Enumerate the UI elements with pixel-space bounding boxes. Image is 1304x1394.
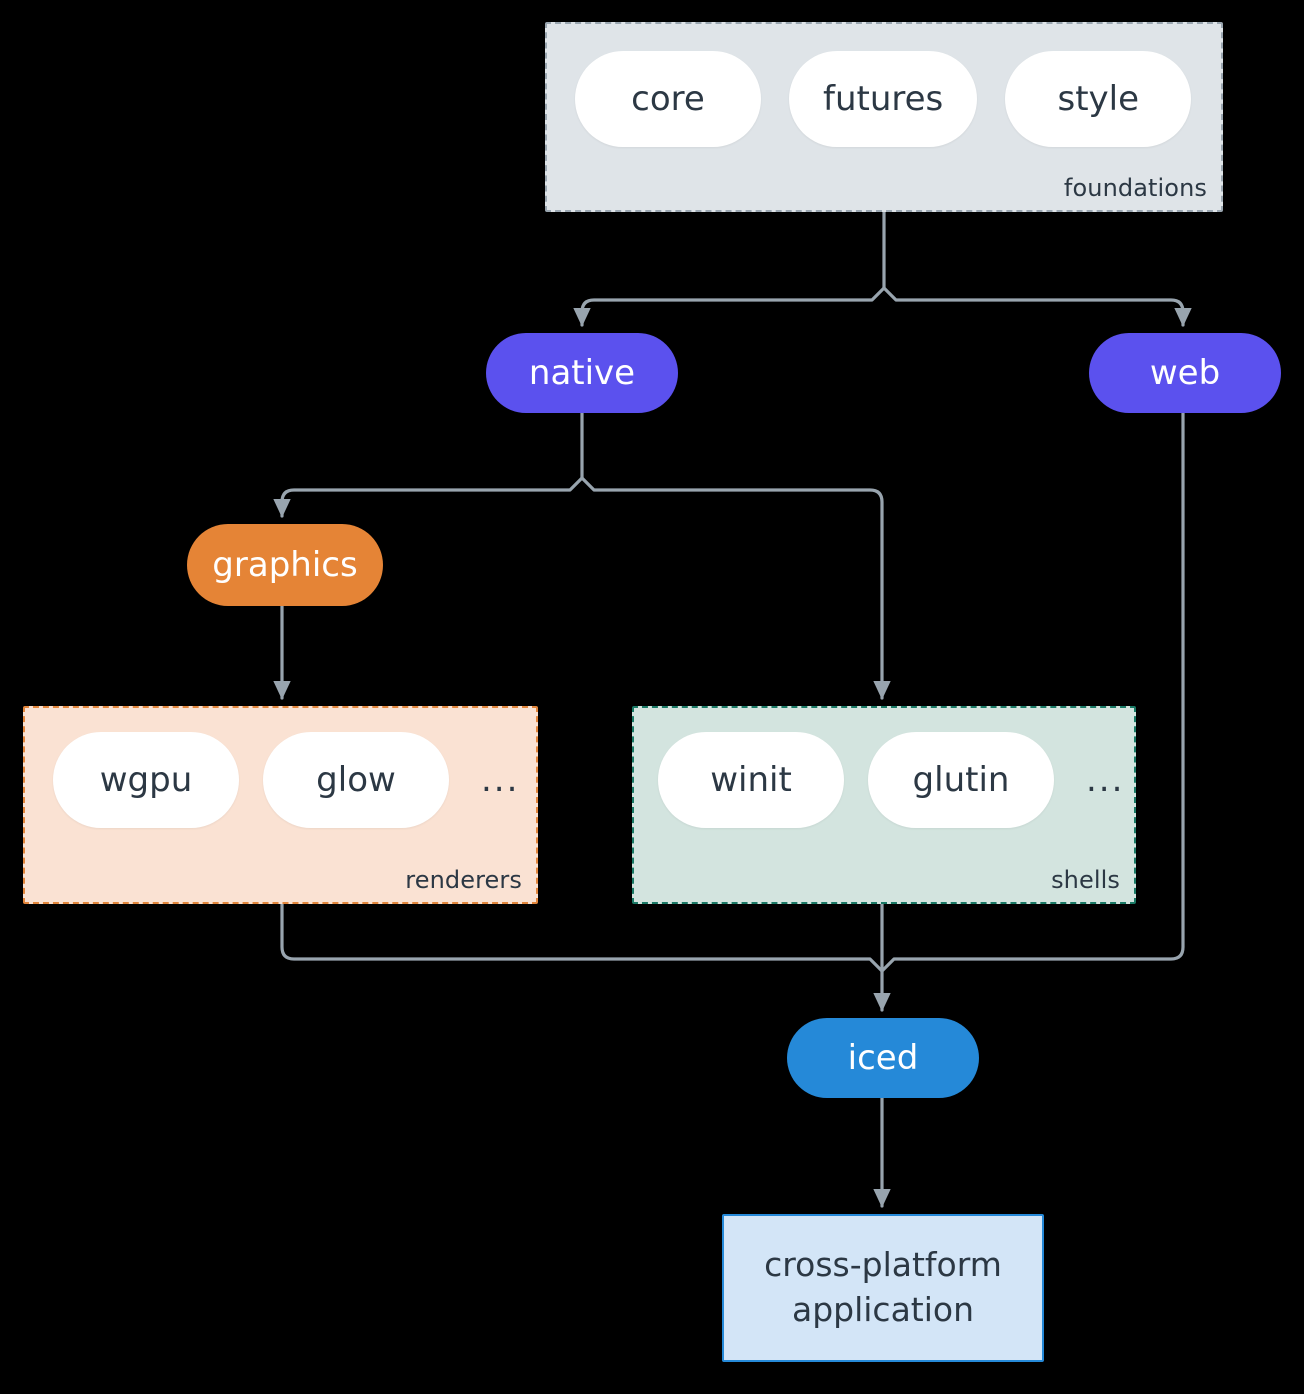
edge-foundations-native	[882, 286, 1192, 327]
group-foundations: core futures style foundations	[545, 22, 1223, 212]
renderers-ellipsis: ...	[481, 760, 520, 800]
group-shells: winit glutin ... shells	[632, 706, 1136, 904]
foundations-items: core futures style	[575, 51, 1192, 147]
edge-renderers-iced	[280, 902, 884, 973]
shells-items: winit glutin ...	[658, 732, 1124, 828]
pill-style[interactable]: style	[1005, 51, 1192, 147]
shells-ellipsis: ...	[1086, 760, 1125, 800]
group-label-renderers: renderers	[405, 866, 522, 894]
application-label-line2: application	[791, 1290, 975, 1329]
pill-core[interactable]: core	[575, 51, 761, 147]
pill-glow[interactable]: glow	[263, 732, 449, 828]
node-native[interactable]: native	[486, 333, 678, 413]
edge-native-graphics	[273, 476, 584, 518]
node-iced[interactable]: iced	[787, 1018, 979, 1098]
edge-foundations-native-left	[573, 286, 886, 327]
node-graphics[interactable]: graphics	[187, 524, 383, 606]
pill-winit[interactable]: winit	[658, 732, 844, 828]
renderers-items: wgpu glow ...	[53, 732, 519, 828]
pill-wgpu[interactable]: wgpu	[53, 732, 239, 828]
group-label-foundations: foundations	[1063, 174, 1207, 202]
node-cross-platform-application[interactable]: cross-platform application	[722, 1214, 1044, 1362]
pill-glutin[interactable]: glutin	[868, 732, 1054, 828]
node-web[interactable]: web	[1089, 333, 1281, 413]
application-label-line1: cross-platform	[764, 1245, 1002, 1285]
edge-native-shells	[580, 476, 891, 700]
group-label-shells: shells	[1051, 866, 1120, 894]
pill-futures[interactable]: futures	[789, 51, 978, 147]
group-renderers: wgpu glow ... renderers	[23, 706, 538, 904]
